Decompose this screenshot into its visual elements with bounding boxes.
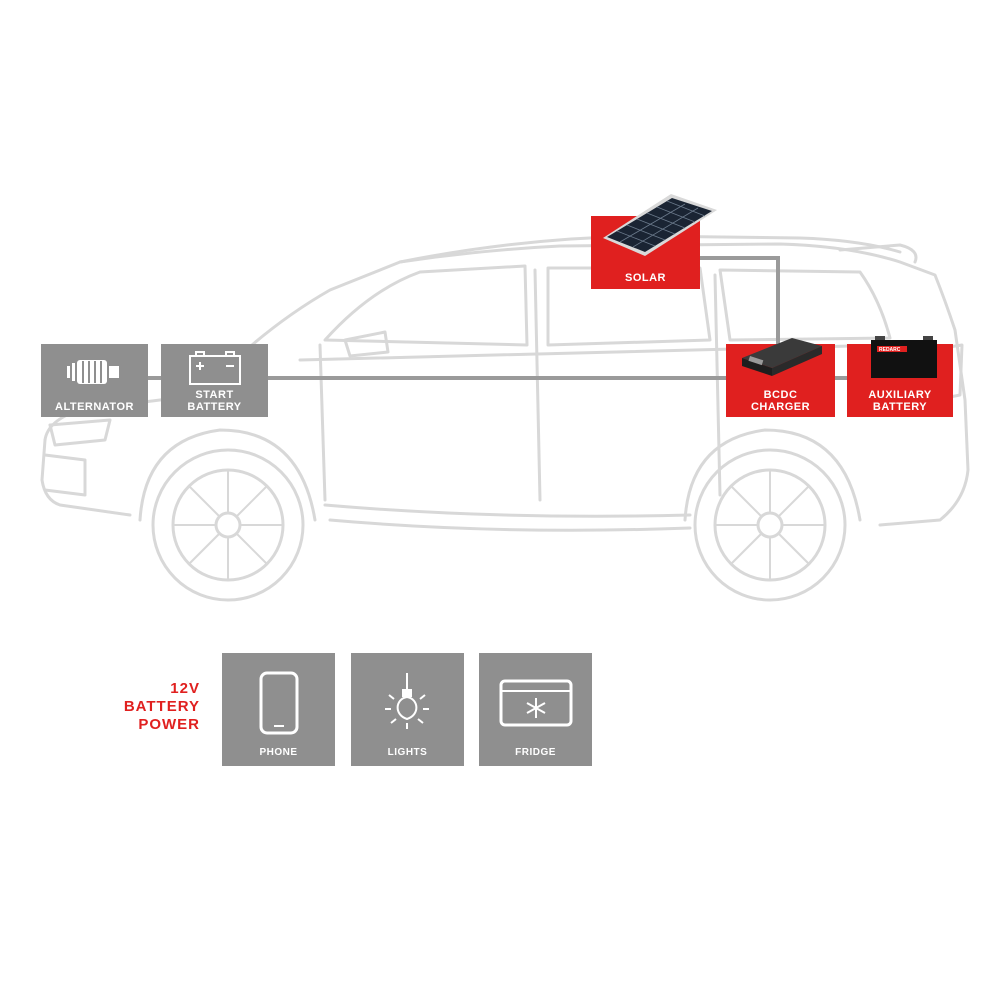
bcdc-label-line2: CHARGER bbox=[750, 401, 811, 413]
auxiliary-battery-icon: REDARC bbox=[871, 336, 937, 378]
lights-label: LIGHTS bbox=[387, 747, 428, 758]
power-heading: 12V BATTERY POWER bbox=[60, 680, 200, 734]
bcdc-charger-label: BCDC CHARGER bbox=[726, 389, 835, 413]
alternator-label: ALTERNATOR bbox=[55, 401, 134, 413]
alternator-icon bbox=[67, 360, 119, 384]
phone-icon bbox=[259, 671, 299, 735]
fridge-icon bbox=[499, 679, 573, 727]
battery-icon bbox=[189, 351, 241, 385]
bcdc-charger-icon bbox=[742, 338, 822, 376]
start-battery-label: START BATTERY bbox=[161, 389, 268, 413]
aux-label-line1: AUXILIARY bbox=[868, 389, 932, 401]
auxiliary-battery-label: AUXILIARY BATTERY bbox=[847, 389, 953, 413]
wiring bbox=[148, 256, 847, 380]
fridge-tile: FRIDGE bbox=[479, 653, 592, 766]
start-battery-box: START BATTERY bbox=[161, 344, 268, 417]
alternator-box: ALTERNATOR bbox=[41, 344, 148, 417]
snowflake-icon bbox=[526, 698, 546, 718]
aux-label-line2: BATTERY bbox=[872, 401, 928, 413]
bcdc-charger-box: BCDC CHARGER bbox=[726, 338, 835, 417]
solar-label: SOLAR bbox=[625, 272, 666, 284]
solar-panel-icon bbox=[603, 194, 717, 256]
fridge-label: FRIDGE bbox=[515, 747, 556, 758]
power-heading-line2: BATTERY bbox=[123, 698, 200, 715]
phone-label: PHONE bbox=[259, 747, 298, 758]
aux-battery-brand: REDARC bbox=[879, 347, 901, 353]
light-bulb-icon bbox=[385, 673, 429, 729]
lights-tile: LIGHTS bbox=[351, 653, 464, 766]
bcdc-label-line1: BCDC bbox=[763, 389, 798, 401]
start-battery-label-line1: START bbox=[195, 389, 234, 401]
power-heading-line1: 12V bbox=[170, 680, 200, 697]
start-battery-label-line2: BATTERY bbox=[187, 401, 242, 413]
power-heading-line3: POWER bbox=[138, 716, 200, 733]
phone-tile: PHONE bbox=[222, 653, 335, 766]
auxiliary-battery-box: REDARC AUXILIARY BATTERY bbox=[847, 336, 953, 417]
